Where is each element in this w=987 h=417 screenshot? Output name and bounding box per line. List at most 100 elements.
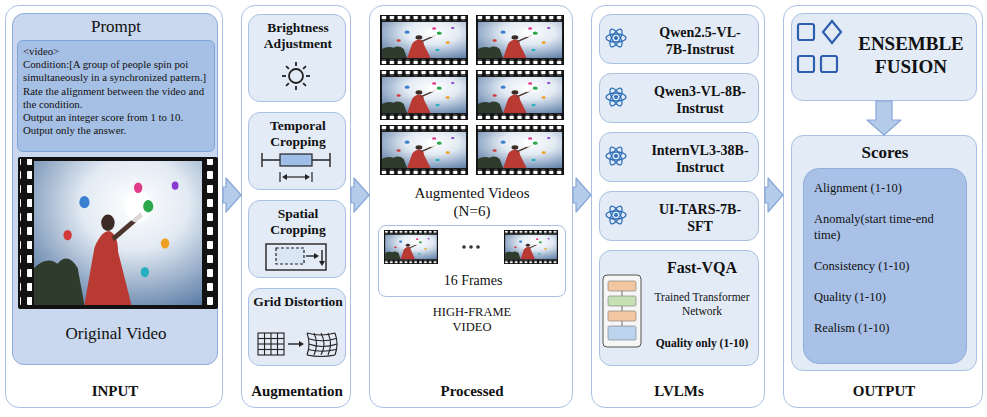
grid-distortion-icon bbox=[258, 333, 337, 357]
grid-distortion-icon bbox=[299, 341, 304, 347]
brightness-icon bbox=[286, 83, 289, 86]
frame-strip-icon bbox=[384, 230, 438, 264]
grid-distortion-icon bbox=[314, 333, 317, 355]
spatial-crop-icon bbox=[319, 261, 325, 266]
augmented-video-thumbnails bbox=[380, 70, 468, 120]
model-note: Trained Transformer Network bbox=[648, 290, 756, 318]
prompt-line: Condition:[A group of people spin poi si… bbox=[23, 58, 209, 84]
flow-arrow bbox=[573, 178, 591, 212]
model-atom-icons bbox=[606, 204, 626, 225]
score-item: Quality (1-10) bbox=[814, 290, 956, 305]
stage-panel: Augmented Videos (N=6)HIGH-FRAME VIDEOPr… bbox=[369, 5, 573, 408]
temporal-crop-icon bbox=[286, 176, 306, 177]
video-caption: Original Video bbox=[13, 324, 219, 345]
brightness-icon bbox=[282, 75, 286, 77]
prompt-line: Output an integer score from 1 to 10. bbox=[23, 111, 209, 124]
augmentation-name: Temporal Cropping bbox=[249, 118, 347, 151]
grid-distortion-icon bbox=[270, 333, 271, 355]
original-video-filmstrip bbox=[204, 159, 216, 307]
augmentation-box: Grid Distortion bbox=[248, 288, 346, 366]
fast-vqa-network-icon bbox=[622, 321, 623, 326]
augmented-video-thumbnails bbox=[476, 125, 564, 175]
augmented-video-thumbnails bbox=[380, 15, 564, 175]
model-name: Fast-VQA bbox=[648, 258, 756, 278]
fast-vqa-network-icon bbox=[608, 296, 636, 306]
flow-arrow bbox=[223, 178, 241, 212]
score-list: Alignment (1-10)Anomaly(start time-end t… bbox=[803, 168, 967, 364]
fusion-title: ENSEMBLE FUSION bbox=[847, 32, 975, 78]
grid-distortion-icon bbox=[307, 333, 309, 355]
grid-distortion-icon bbox=[288, 343, 300, 344]
model-atom-icons bbox=[606, 27, 626, 225]
fast-vqa-network-icon bbox=[603, 275, 641, 347]
fast-vqa-network-icon bbox=[608, 281, 636, 291]
grid-distortion-icon bbox=[309, 344, 338, 347]
ensemble-icon bbox=[823, 21, 841, 43]
original-video-filmstrip bbox=[20, 159, 32, 307]
grid-distortion-icon bbox=[308, 350, 336, 352]
spatial-crop-icon bbox=[306, 255, 315, 256]
model-box: Qwen3-VL-8B-Instrust bbox=[599, 73, 759, 123]
spatial-crop-icon bbox=[266, 244, 326, 270]
model-atom-icons bbox=[606, 145, 626, 166]
temporal-crop-icon bbox=[305, 174, 310, 180]
stage-panel: AugmentationBrightness AdjustmentTempora… bbox=[241, 5, 351, 408]
model-atom-icons bbox=[606, 86, 626, 107]
panel-heading: Scores bbox=[792, 143, 978, 164]
stage-label: OUTPUT bbox=[784, 382, 984, 400]
score-item: Consistency (1-10) bbox=[814, 259, 956, 274]
ensemble-icon bbox=[798, 56, 814, 72]
fusion-box: ENSEMBLE FUSION bbox=[791, 13, 977, 101]
ensemble-icon bbox=[821, 56, 837, 72]
spatial-crop-icon bbox=[266, 244, 326, 270]
grid-distortion-icon bbox=[258, 338, 284, 339]
augmentation-box: Spatial Cropping bbox=[248, 200, 346, 278]
ensemble-icon bbox=[798, 21, 841, 72]
brightness-icon bbox=[295, 86, 297, 90]
grid-distortion-icon bbox=[307, 355, 335, 357]
grid-distortion-icon bbox=[258, 343, 284, 344]
grid-distortion-icon bbox=[321, 333, 324, 355]
spatial-crop-icon bbox=[321, 250, 322, 262]
grid-distortion-icon bbox=[308, 339, 336, 341]
frame-strip-icon bbox=[469, 245, 473, 249]
brightness-icon bbox=[282, 62, 310, 90]
fast-vqa-network-icon bbox=[622, 306, 623, 311]
original-video-filmstrip bbox=[18, 157, 218, 309]
prompt-line: <video> bbox=[23, 45, 209, 58]
augmented-video-thumbnails bbox=[476, 70, 564, 120]
panel-caption: Augmented Videos (N=6) bbox=[407, 184, 537, 221]
frame-strip-box: 16 Frames bbox=[378, 225, 566, 297]
score-item: Anomaly(start time-end time) bbox=[814, 212, 956, 243]
augmentation-name: Spatial Cropping bbox=[249, 206, 347, 239]
spatial-crop-icon bbox=[276, 248, 304, 264]
model-box: Fast-VQA Trained Transformer NetworkQuali… bbox=[599, 250, 759, 366]
augmented-video-thumbnails bbox=[380, 15, 468, 65]
brightness-icon bbox=[303, 83, 306, 86]
grid-distortion-icon bbox=[307, 333, 335, 335]
stage-label: INPUT bbox=[6, 382, 224, 400]
augmentation-name: Grid Distortion bbox=[249, 294, 347, 310]
flow-arrow bbox=[765, 178, 783, 212]
model-box: Qwen2.5-VL-7B-Instrust bbox=[599, 14, 759, 64]
model-box: UI-TARS-7B-SFT bbox=[599, 191, 759, 241]
prompt-line: Output only the answer. bbox=[23, 124, 209, 137]
augmented-video-thumbnails bbox=[380, 125, 468, 175]
panel-heading: Prompt bbox=[13, 17, 219, 38]
temporal-crop-icon bbox=[329, 153, 330, 167]
model-name: UI-TARS-7B-SFT bbox=[650, 201, 750, 235]
model-atom-icons bbox=[606, 27, 626, 48]
stage-label: LVLMs bbox=[592, 382, 766, 400]
original-video-filmstrip bbox=[34, 161, 202, 305]
panel-caption: HIGH-FRAME VIDEO bbox=[427, 305, 517, 336]
model-note: Quality only (1-10) bbox=[646, 336, 758, 350]
temporal-crop-icon bbox=[262, 159, 330, 160]
augmentation-name: Brightness Adjustment bbox=[249, 20, 347, 53]
temporal-crop-icon bbox=[261, 153, 262, 167]
grid-distortion-icon bbox=[277, 333, 278, 355]
augmentation-box: Temporal Cropping bbox=[248, 112, 346, 190]
original-video-filmstrip bbox=[18, 157, 218, 309]
frame-strip-icon bbox=[462, 245, 466, 249]
flow-arrow bbox=[867, 101, 901, 135]
temporal-crop-icon bbox=[282, 174, 287, 180]
